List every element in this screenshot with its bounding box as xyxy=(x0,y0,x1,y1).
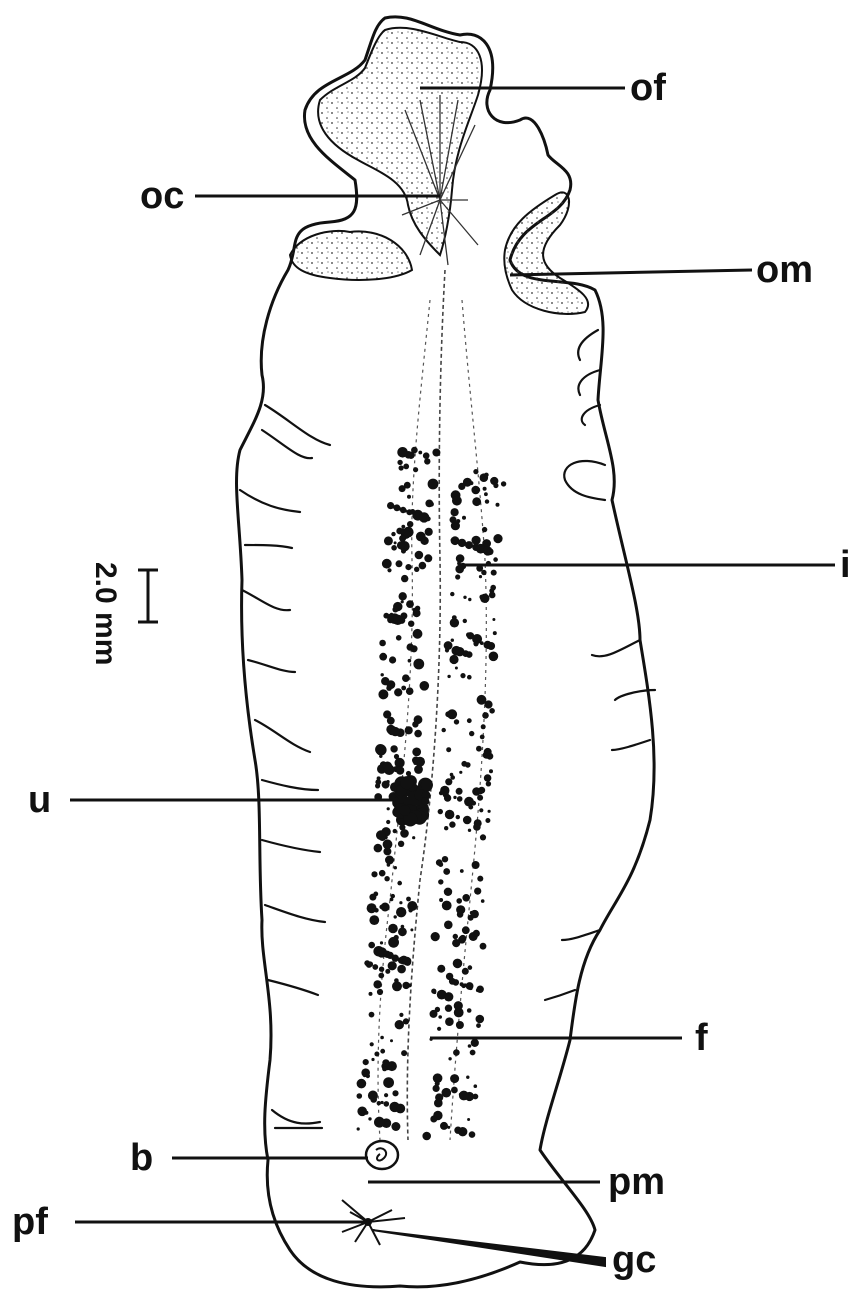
scale-bar: 2.0 mm xyxy=(89,562,158,665)
label-gc: gc xyxy=(612,1239,656,1281)
bulb xyxy=(366,1141,398,1169)
label-of: of xyxy=(630,67,666,109)
label-pm: pm xyxy=(608,1161,665,1203)
oral-lobe-left xyxy=(290,231,412,280)
label-oc: oc xyxy=(140,175,184,217)
body-wrinkles-left xyxy=(240,405,330,1128)
label-pf: pf xyxy=(12,1201,48,1243)
label-i: i xyxy=(840,544,851,586)
label-u: u xyxy=(28,779,51,821)
oral-lobe-right xyxy=(504,192,588,314)
label-f: f xyxy=(695,1017,708,1059)
body-wrinkles-right xyxy=(545,330,655,1000)
label-om: om xyxy=(756,249,813,291)
scale-bar-label: 2.0 mm xyxy=(89,562,122,665)
follicle-dots xyxy=(357,447,507,1140)
label-b: b xyxy=(130,1137,153,1179)
